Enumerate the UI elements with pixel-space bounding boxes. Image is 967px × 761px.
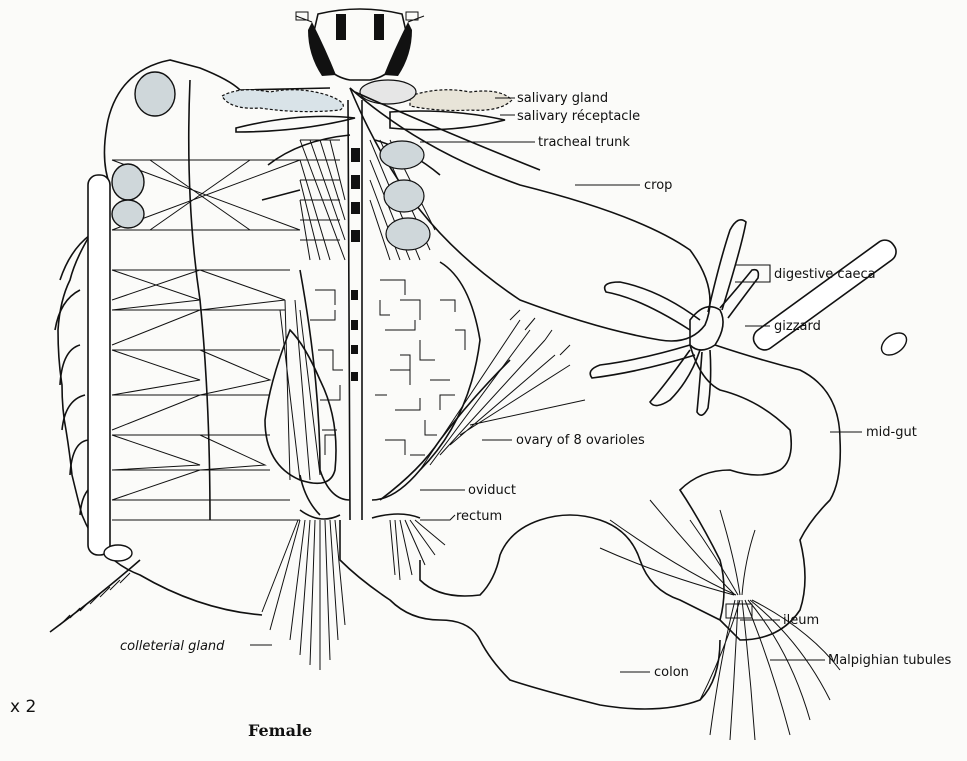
label-salivary-receptacle: salivary réceptacle [517, 109, 640, 124]
label-gizzard: gizzard [774, 319, 821, 334]
ovary-left [265, 300, 336, 515]
fat-body [300, 262, 480, 500]
label-rectum: rectum [456, 509, 502, 524]
label-mid-gut: mid-gut [866, 425, 917, 440]
label-malpighian-tubules: Malpighian tubules [828, 653, 952, 668]
scale-label: x 2 [10, 697, 36, 717]
label-digestive-caeca: digestive caeca [774, 267, 876, 282]
label-tracheal-trunk: tracheal trunk [538, 135, 630, 150]
head [296, 9, 424, 80]
ovary-right [380, 310, 585, 500]
label-salivary-gland: salivary gland [517, 91, 608, 106]
thorax-tissue [300, 140, 435, 260]
gizzard [590, 220, 758, 415]
mid-gut [340, 236, 911, 709]
label-colleterial-gland: colleterial gland [120, 639, 225, 654]
crop [350, 88, 710, 341]
caption: Female [248, 721, 312, 740]
rectum [372, 514, 445, 580]
label-ileum: ileum [783, 613, 819, 628]
leader-lines [250, 98, 862, 672]
label-oviduct: oviduct [468, 483, 516, 498]
label-ovary: ovary of 8 ovarioles [516, 433, 645, 448]
colleterial-gland [262, 510, 345, 670]
label-crop: crop [644, 178, 672, 193]
label-colon: colon [654, 665, 689, 680]
